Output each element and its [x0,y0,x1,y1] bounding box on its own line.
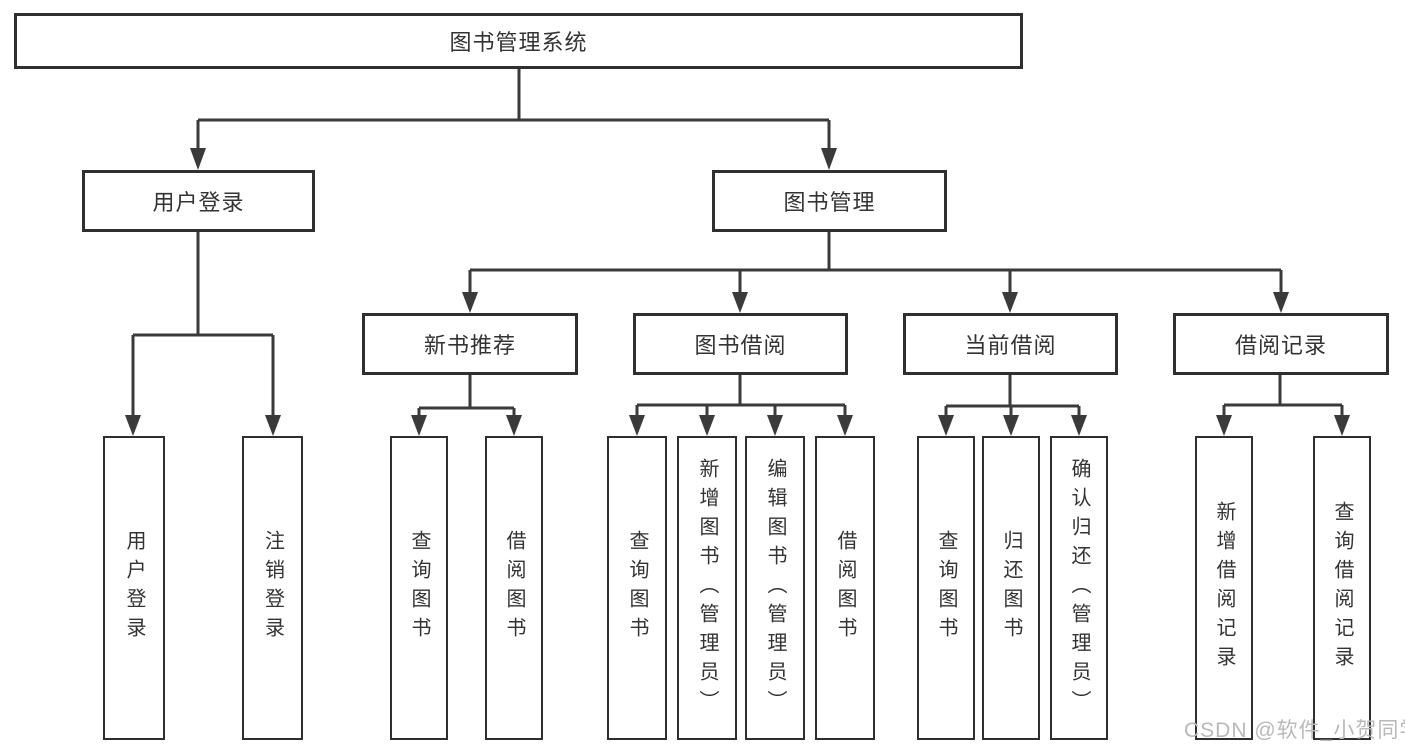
node-current-borrow-label: 当前借阅 [964,333,1057,358]
leaf-borrow-books: 借阅图书 [815,436,875,740]
leaf-query-borrow-record: 查询借阅记录 [1313,436,1371,740]
leaf-return-books-label: 归还图书 [1000,530,1022,646]
leaf-current-query-books: 查询图书 [917,436,975,740]
leaf-confirm-return-admin-label: 确认归还（管理员） [1068,457,1090,719]
leaf-logout-label: 注销登录 [261,530,284,646]
node-library-system-label: 图书管理系统 [449,30,588,55]
leaf-borrow-query-books-label: 查询图书 [626,530,648,646]
leaf-recommend-query-books-label: 查询图书 [408,530,430,646]
leaf-recommend-borrow-books-label: 借阅图书 [503,530,525,646]
leaf-user-login-label: 用户登录 [123,530,145,646]
leaf-confirm-return-admin: 确认归还（管理员） [1050,436,1108,740]
leaf-query-borrow-record-label: 查询借阅记录 [1331,501,1353,675]
node-book-management: 图书管理 [712,170,947,232]
leaf-add-books-admin-label: 新增图书（管理员） [696,457,718,719]
leaf-recommend-borrow-books: 借阅图书 [485,436,543,740]
leaf-edit-books-admin: 编辑图书（管理员） [745,436,805,740]
leaf-current-query-books-label: 查询图书 [935,530,957,646]
node-library-system: 图书管理系统 [14,13,1023,69]
leaf-edit-books-admin-label: 编辑图书（管理员） [764,457,786,719]
node-current-borrow: 当前借阅 [903,313,1118,375]
node-book-borrow-label: 图书借阅 [694,333,787,358]
csdn-watermark: CSDN @软件_小贺同学 [1184,719,1405,742]
leaf-user-login: 用户登录 [103,436,165,740]
node-borrow-records: 借阅记录 [1173,313,1389,375]
leaf-recommend-query-books: 查询图书 [390,436,448,740]
node-new-book-recommend: 新书推荐 [362,313,578,375]
node-user-login-label: 用户登录 [152,190,245,215]
node-book-borrow: 图书借阅 [633,313,848,375]
leaf-logout: 注销登录 [242,436,303,740]
node-borrow-records-label: 借阅记录 [1234,333,1327,358]
leaf-add-borrow-record-label: 新增借阅记录 [1213,501,1235,675]
leaf-return-books: 归还图书 [982,436,1040,740]
leaf-add-borrow-record: 新增借阅记录 [1195,436,1253,740]
leaf-add-books-admin: 新增图书（管理员） [677,436,737,740]
leaf-borrow-books-label: 借阅图书 [834,530,856,646]
node-user-login: 用户登录 [82,170,315,232]
leaf-borrow-query-books: 查询图书 [607,436,667,740]
node-new-book-recommend-label: 新书推荐 [423,333,516,358]
node-book-management-label: 图书管理 [783,190,876,215]
connector-segments [131,69,1344,419]
arrowheads [125,148,1350,436]
